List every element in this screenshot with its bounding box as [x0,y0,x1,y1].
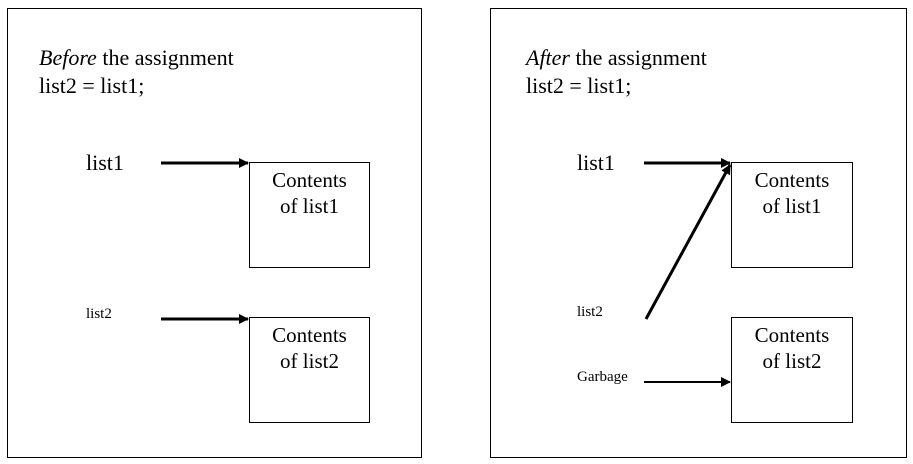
before-list1-label: list1 [86,150,124,175]
before-code: list2 = list1; [39,73,145,98]
after-list2-contents-box: Contents of list2 [731,317,853,423]
before-list2-contents-box: Contents of list2 [249,317,370,423]
after-list1-contents-box: Contents of list1 [731,162,853,268]
before-box1-line2: of list1 [280,194,339,218]
after-code: list2 = list1; [526,73,632,98]
after-box2-line1: Contents [754,323,830,347]
after-list1-label: list1 [577,150,615,175]
before-box2-line1: Contents [272,323,347,347]
after-box2-line2: of list2 [762,349,822,373]
before-box1-line1: Contents [272,168,347,192]
before-box2-line2: of list2 [280,349,339,373]
before-caption: Before the assignment [39,45,234,71]
after-caption-rest: the assignment [570,45,707,70]
before-list2-label: list2 [86,306,112,322]
before-caption-rest: the assignment [96,45,234,70]
after-list2-label: list2 [577,304,603,320]
after-caption: After the assignment [526,45,707,71]
after-box1-line1: Contents [754,168,830,192]
before-caption-em: Before [39,45,97,70]
after-garbage-label: Garbage [577,369,628,385]
after-box1-line2: of list1 [762,194,822,218]
before-list1-contents-box: Contents of list1 [249,162,370,268]
after-caption-em: After [526,45,570,70]
